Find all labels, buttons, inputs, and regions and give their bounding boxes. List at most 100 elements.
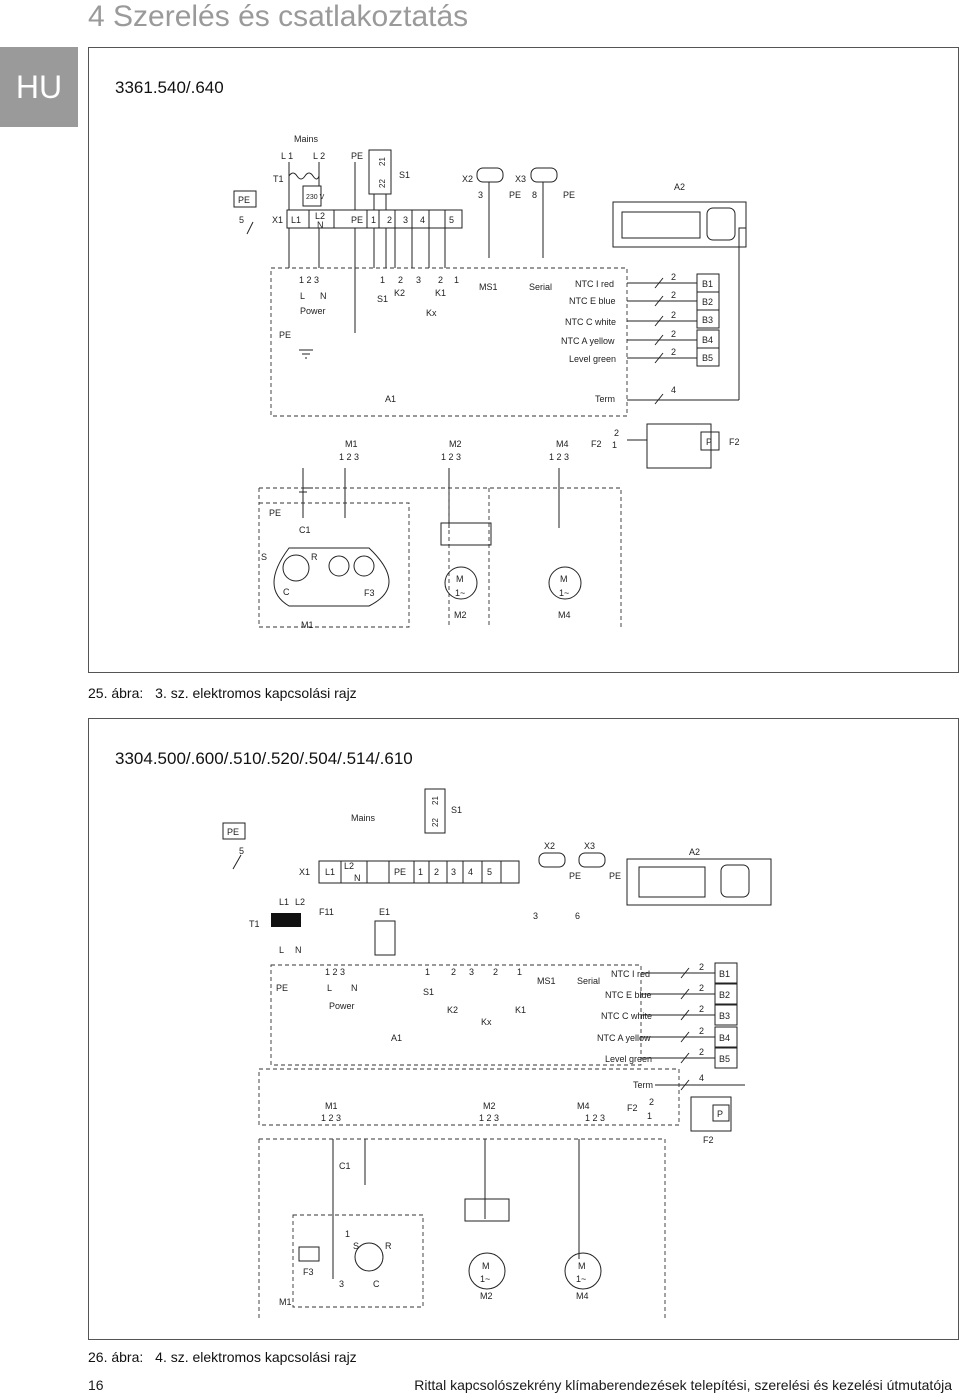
language-badge: HU <box>0 47 78 127</box>
svg-text:1: 1 <box>380 275 385 285</box>
svg-text:2: 2 <box>699 962 704 972</box>
svg-text:NTC I red: NTC I red <box>611 969 650 979</box>
svg-text:Power: Power <box>300 306 326 316</box>
svg-text:21: 21 <box>378 157 387 166</box>
svg-text:MS1: MS1 <box>537 976 556 986</box>
svg-text:1~: 1~ <box>455 588 465 598</box>
svg-text:F2: F2 <box>703 1135 714 1145</box>
svg-text:B1: B1 <box>702 279 713 289</box>
svg-text:5: 5 <box>487 867 492 877</box>
figure-1-caption-text: 3. sz. elektromos kapcsolási rajz <box>155 685 357 701</box>
svg-text:B4: B4 <box>719 1033 730 1043</box>
svg-text:1 2 3: 1 2 3 <box>549 452 569 462</box>
svg-text:M1: M1 <box>279 1297 292 1307</box>
svg-text:5: 5 <box>239 846 244 856</box>
svg-text:Mains: Mains <box>294 134 319 144</box>
svg-text:8: 8 <box>532 190 537 200</box>
svg-text:L 2: L 2 <box>313 151 325 161</box>
svg-text:M1: M1 <box>325 1101 338 1111</box>
svg-text:E1: E1 <box>379 907 390 917</box>
svg-text:1: 1 <box>425 967 430 977</box>
svg-text:M: M <box>482 1261 490 1271</box>
svg-text:Term: Term <box>595 394 615 404</box>
svg-text:2: 2 <box>671 329 676 339</box>
svg-text:PE: PE <box>509 190 521 200</box>
svg-text:3: 3 <box>469 967 474 977</box>
svg-text:1 2 3: 1 2 3 <box>339 452 359 462</box>
svg-text:M: M <box>456 574 464 584</box>
svg-text:1: 1 <box>454 275 459 285</box>
wiring-diagram-2: Mains 21 22 S1 PE 5 X2 X3 PE PE A2 X1 L1… <box>222 788 772 1319</box>
figure-2-caption: 26. ábra: 4. sz. elektromos kapcsolási r… <box>88 1349 357 1365</box>
svg-text:L: L <box>300 291 305 301</box>
svg-text:3: 3 <box>533 911 538 921</box>
svg-text:M4: M4 <box>558 610 571 620</box>
svg-text:2: 2 <box>671 310 676 320</box>
svg-text:L2: L2 <box>344 861 354 871</box>
svg-text:3: 3 <box>451 867 456 877</box>
svg-text:F2: F2 <box>627 1103 638 1113</box>
svg-text:A2: A2 <box>674 182 685 192</box>
svg-text:A2: A2 <box>689 847 700 857</box>
svg-text:L 1: L 1 <box>281 151 293 161</box>
svg-text:2: 2 <box>671 347 676 357</box>
svg-text:L2: L2 <box>315 211 325 221</box>
svg-text:1: 1 <box>418 867 423 877</box>
svg-text:1: 1 <box>647 1111 652 1121</box>
svg-text:1: 1 <box>371 215 376 225</box>
svg-text:Power: Power <box>329 1001 355 1011</box>
svg-text:PE: PE <box>609 871 621 881</box>
svg-text:Kx: Kx <box>481 1017 492 1027</box>
svg-text:22: 22 <box>431 818 440 827</box>
svg-text:1 2 3: 1 2 3 <box>479 1113 499 1123</box>
svg-text:3: 3 <box>478 190 483 200</box>
svg-text:2: 2 <box>699 1047 704 1057</box>
svg-text:Term: Term <box>633 1080 653 1090</box>
figure-2-caption-number: 26. ábra: <box>88 1349 144 1365</box>
svg-text:1: 1 <box>517 967 522 977</box>
svg-text:1~: 1~ <box>559 588 569 598</box>
svg-text:M4: M4 <box>576 1291 589 1301</box>
svg-text:T1: T1 <box>273 174 284 184</box>
svg-text:B2: B2 <box>719 990 730 1000</box>
svg-text:S: S <box>353 1241 359 1251</box>
svg-text:S1: S1 <box>399 170 410 180</box>
svg-text:X2: X2 <box>462 174 473 184</box>
svg-text:M4: M4 <box>556 439 569 449</box>
svg-text:X1: X1 <box>299 867 310 877</box>
svg-text:L1: L1 <box>325 867 335 877</box>
svg-text:2: 2 <box>614 428 619 438</box>
svg-text:X3: X3 <box>584 841 595 851</box>
figure-1-box: 3361.540/.640 Mains L 1 L 2 PE T1 230 V … <box>88 47 959 673</box>
svg-text:NTC C white: NTC C white <box>601 1011 652 1021</box>
svg-text:N: N <box>317 220 324 230</box>
figure-2-box: 3304.500/.600/.510/.520/.504/.514/.610 M… <box>88 718 959 1340</box>
svg-text:B5: B5 <box>702 353 713 363</box>
svg-text:Level green: Level green <box>605 1054 652 1064</box>
svg-text:PE: PE <box>351 215 363 225</box>
figure-2-model: 3304.500/.600/.510/.520/.504/.514/.610 <box>115 749 413 768</box>
svg-text:S: S <box>261 552 267 562</box>
svg-text:3: 3 <box>403 215 408 225</box>
svg-text:1: 1 <box>345 1229 350 1239</box>
svg-text:L1: L1 <box>291 215 301 225</box>
svg-text:N: N <box>295 945 302 955</box>
svg-text:1 2 3: 1 2 3 <box>325 967 345 977</box>
svg-text:K2: K2 <box>394 288 405 298</box>
svg-text:S1: S1 <box>451 805 462 815</box>
svg-text:M2: M2 <box>483 1101 496 1111</box>
svg-text:L1: L1 <box>279 897 289 907</box>
svg-text:PE: PE <box>569 871 581 881</box>
svg-text:2: 2 <box>699 983 704 993</box>
svg-text:M2: M2 <box>449 439 462 449</box>
figure-1-caption: 25. ábra: 3. sz. elektromos kapcsolási r… <box>88 685 357 701</box>
svg-text:2: 2 <box>438 275 443 285</box>
svg-text:PE: PE <box>227 827 239 837</box>
svg-text:22: 22 <box>378 179 387 188</box>
figure-1-model: 3361.540/.640 <box>115 78 224 97</box>
svg-text:A1: A1 <box>391 1033 402 1043</box>
footer-text: Rittal kapcsolószekrény klímaberendezése… <box>414 1377 952 1393</box>
svg-text:2: 2 <box>398 275 403 285</box>
svg-text:PE: PE <box>351 151 363 161</box>
svg-text:C1: C1 <box>339 1161 351 1171</box>
